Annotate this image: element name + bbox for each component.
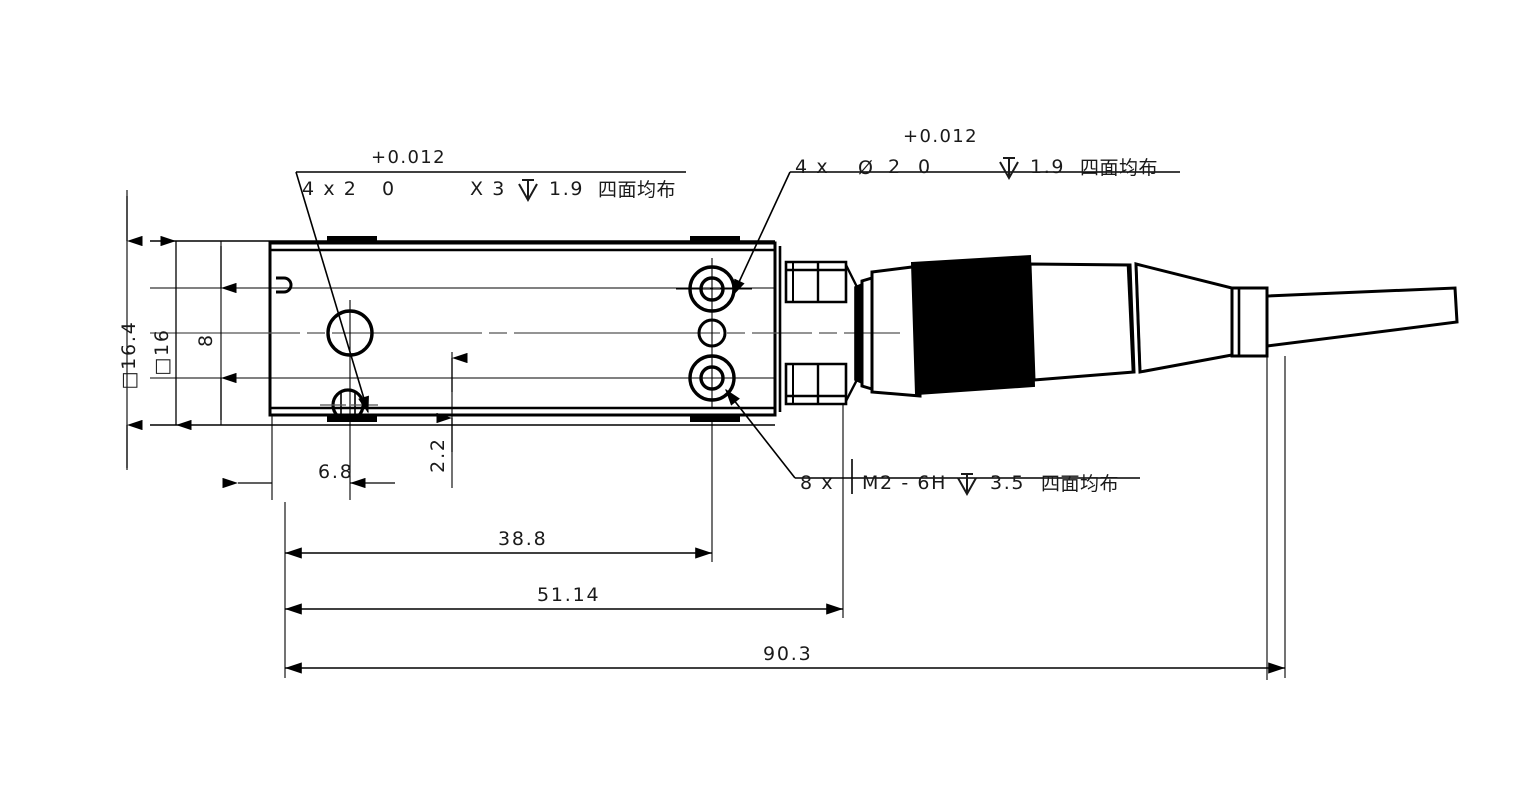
right-callout-mid: 2 [888, 156, 902, 178]
right-bore-callout [732, 171, 1180, 297]
depth-icon [957, 473, 977, 497]
horizontal-dimension-group [222, 356, 1286, 678]
left-callout-note: 四面均布 [598, 179, 676, 201]
right-callout-lower-tol: 0 [918, 156, 932, 178]
diameter-icon: Ø [858, 157, 875, 179]
depth-icon [518, 179, 538, 203]
depth-icon [999, 157, 1019, 181]
dim-6-8-label: 6.8 [318, 461, 354, 483]
thread-callout-depth-value: 3.5 [990, 472, 1025, 494]
left-callout-post: X 3 [470, 178, 506, 200]
dim-8-label: 8 [195, 333, 217, 347]
thread-callout-note: 四面均布 [1041, 473, 1119, 495]
dim-16-4-label: □16.4 [118, 320, 140, 389]
cable-connector [854, 254, 1459, 680]
left-callout-pre: 4 x 2 [302, 178, 358, 200]
dim-16-label: □16 [151, 328, 173, 376]
right-callout-pre: 4 x [795, 156, 829, 178]
dim-90-3-label: 90.3 [763, 643, 813, 665]
dim-2-2-label: 2.2 [427, 437, 449, 473]
left-callout-depth-value: 1.9 [549, 178, 584, 200]
left-callout-lower-tol: 0 [382, 178, 396, 200]
right-callout-note: 四面均布 [1080, 157, 1158, 179]
right-callout-depth-value: 1.9 [1030, 156, 1065, 178]
thread-callout-thread: M2 - 6H [862, 472, 947, 494]
dim-51-14-label: 51.14 [537, 584, 600, 606]
left-callout-tolerance: +0.012 [371, 147, 446, 168]
dim-38-8-label: 38.8 [498, 528, 548, 550]
left-bore-callout [295, 171, 686, 414]
right-callout-tolerance: +0.012 [903, 126, 978, 147]
vertical-dimension-group [126, 190, 468, 488]
connector-bracket [778, 246, 863, 412]
thread-callout-count: 8 x [800, 472, 834, 494]
